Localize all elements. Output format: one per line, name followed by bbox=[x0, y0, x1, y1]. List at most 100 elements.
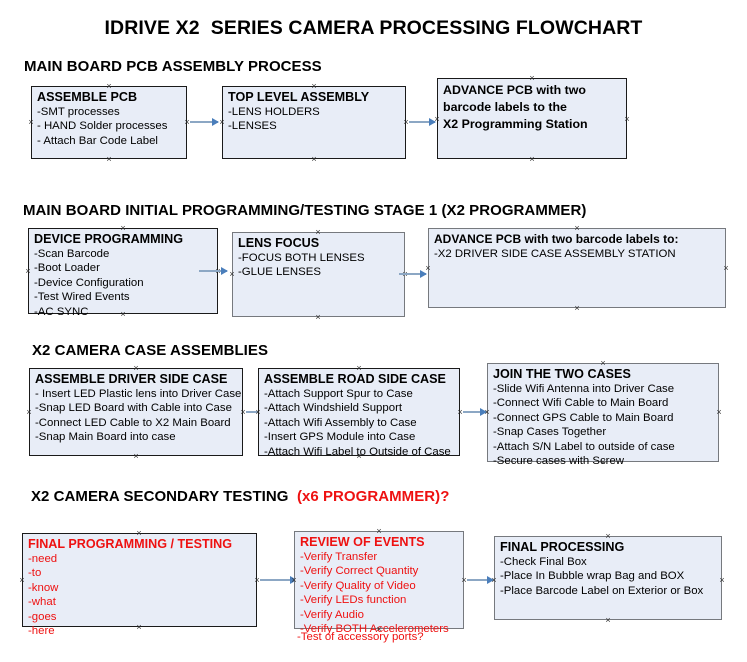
selection-handle-top[interactable] bbox=[529, 75, 536, 82]
selection-handle-left[interactable] bbox=[26, 409, 33, 416]
selection-handle-left[interactable] bbox=[229, 271, 236, 278]
box-title: ASSEMBLE PCB bbox=[37, 90, 138, 104]
page-title: IDRIVE X2 SERIES CAMERA PROCESSING FLOWC… bbox=[104, 17, 643, 39]
box-title: JOIN THE TWO CASES bbox=[493, 367, 631, 381]
selection-handle-bottom[interactable] bbox=[605, 617, 612, 624]
selection-handle-top[interactable] bbox=[136, 530, 143, 537]
selection-handle-left[interactable] bbox=[425, 265, 432, 272]
box-line: -Slide Wifi Antenna into Driver Case bbox=[493, 383, 675, 395]
process-box-assemble-driver-side-case[interactable]: ASSEMBLE DRIVER SIDE CASE - Insert LED P… bbox=[29, 368, 243, 456]
selection-handle-bottom[interactable] bbox=[356, 453, 363, 460]
box-line: -Verify Transfer bbox=[300, 551, 378, 563]
box-line: -Snap Main Board into case bbox=[35, 431, 176, 444]
selection-handle-left[interactable] bbox=[19, 577, 26, 584]
selection-handle-top[interactable] bbox=[376, 528, 383, 535]
connector-arrow bbox=[409, 117, 436, 126]
box-line: -LENSES bbox=[228, 120, 277, 133]
process-box-advance-pcb-programming-station[interactable]: ADVANCE PCB with two barcode labels to t… bbox=[437, 78, 627, 159]
box-line: - Insert LED Plastic lens into Driver Ca… bbox=[35, 388, 242, 400]
box-line: -know bbox=[28, 581, 59, 594]
box-line: -here bbox=[28, 625, 55, 638]
box-line: -Secure cases with Screw bbox=[493, 455, 625, 468]
selection-handle-bottom[interactable] bbox=[600, 459, 607, 466]
box-overflow-line: -Test of accessory ports? bbox=[297, 631, 424, 643]
box-line: -SMT processes bbox=[37, 106, 120, 118]
process-box-final-programming-testing[interactable]: FINAL PROGRAMMING / TESTING -need -to -k… bbox=[22, 533, 257, 637]
selection-handle-bottom[interactable] bbox=[315, 314, 322, 321]
selection-handle-left[interactable] bbox=[434, 116, 441, 123]
box-line: X2 Programming Station bbox=[443, 117, 588, 131]
selection-handle-bottom[interactable] bbox=[529, 156, 536, 163]
box-line: -Device Configuration bbox=[34, 276, 144, 289]
selection-handle-bottom[interactable] bbox=[311, 156, 318, 163]
process-box-lens-focus[interactable]: LENS FOCUS -FOCUS BOTH LENSES -GLUE LENS… bbox=[232, 232, 405, 317]
selection-handle-bottom[interactable] bbox=[574, 305, 581, 312]
selection-handle-left[interactable] bbox=[219, 119, 226, 126]
process-box-top-level-assembly[interactable]: TOP LEVEL ASSEMBLY -LENS HOLDERS -LENSES bbox=[222, 86, 406, 159]
box-line: -Attach Windshield Support bbox=[264, 402, 403, 415]
box-title: ADVANCE PCB with two bbox=[443, 83, 586, 97]
process-box-device-programming[interactable]: DEVICE PROGRAMMING -Scan Barcode -Boot L… bbox=[28, 228, 218, 318]
section-heading-2: MAIN BOARD INITIAL PROGRAMMING/TESTING S… bbox=[23, 202, 586, 219]
selection-handle-left[interactable] bbox=[291, 577, 298, 584]
box-line: -Verify Correct Quantity bbox=[300, 565, 419, 578]
selection-handle-top[interactable] bbox=[133, 365, 140, 372]
section-heading-3-text: X2 CAMERA CASE ASSEMBLIES bbox=[32, 342, 269, 359]
selection-handle-bottom[interactable] bbox=[106, 156, 113, 163]
selection-handle-top[interactable] bbox=[120, 225, 127, 232]
section-heading-4: X2 CAMERA SECONDARY TESTING (x6 PROGRAMM… bbox=[31, 488, 449, 505]
box-line: -to bbox=[28, 567, 42, 580]
selection-handle-left[interactable] bbox=[255, 409, 262, 416]
box-line: -Verify Quality of Video bbox=[300, 579, 416, 592]
box-line: -Insert GPS Module into Case bbox=[264, 431, 416, 444]
box-line: -Connect LED Cable to X2 Main Board bbox=[35, 416, 231, 429]
section-heading-4-suffix: (x6 PROGRAMMER)? bbox=[296, 488, 450, 505]
selection-handle-left[interactable] bbox=[28, 119, 35, 126]
selection-handle-top[interactable] bbox=[574, 225, 581, 232]
selection-handle-right[interactable] bbox=[624, 116, 631, 123]
process-box-advance-pcb-driver-side-case[interactable]: ADVANCE PCB with two barcode labels to: … bbox=[428, 228, 726, 308]
connector-arrow bbox=[399, 269, 427, 278]
selection-handle-top[interactable] bbox=[315, 229, 322, 236]
box-title: FINAL PROCESSING bbox=[500, 540, 625, 554]
selection-handle-bottom[interactable] bbox=[136, 624, 143, 631]
box-line: -Place Barcode Label on Exterior or Box bbox=[500, 584, 704, 597]
process-box-join-the-two-cases[interactable]: JOIN THE TWO CASES -Slide Wifi Antenna i… bbox=[487, 363, 719, 467]
box-title: TOP LEVEL ASSEMBLY bbox=[228, 90, 370, 104]
box-title: FINAL PROGRAMMING / TESTING bbox=[28, 537, 233, 551]
selection-handle-left[interactable] bbox=[25, 268, 32, 275]
process-box-assemble-pcb[interactable]: ASSEMBLE PCB -SMT processes - HAND Solde… bbox=[31, 86, 187, 159]
section-heading-3: X2 CAMERA CASE ASSEMBLIES bbox=[32, 342, 268, 359]
selection-handle-left[interactable] bbox=[491, 577, 498, 584]
selection-handle-bottom[interactable] bbox=[376, 626, 383, 633]
selection-handle-top[interactable] bbox=[605, 533, 612, 540]
section-heading-1: MAIN BOARD PCB ASSEMBLY PROCESS bbox=[24, 58, 322, 75]
selection-handle-right[interactable] bbox=[719, 577, 726, 584]
section-heading-2-text: MAIN BOARD INITIAL PROGRAMMING/TESTING S… bbox=[23, 202, 587, 219]
selection-handle-bottom[interactable] bbox=[120, 311, 127, 318]
selection-handle-right[interactable] bbox=[716, 409, 723, 416]
box-line: -need bbox=[28, 553, 58, 565]
box-line: - Attach Bar Code Label bbox=[37, 134, 158, 147]
section-heading-1-text: MAIN BOARD PCB ASSEMBLY PROCESS bbox=[24, 58, 322, 75]
box-title: REVIEW OF EVENTS bbox=[300, 535, 425, 549]
selection-handle-top[interactable] bbox=[311, 83, 318, 90]
box-line: -FOCUS BOTH LENSES bbox=[238, 252, 365, 264]
process-box-assemble-road-side-case[interactable]: ASSEMBLE ROAD SIDE CASE -Attach Support … bbox=[258, 368, 460, 458]
box-title: LENS FOCUS bbox=[238, 236, 320, 250]
box-line: - HAND Solder processes bbox=[37, 120, 168, 133]
process-box-final-processing[interactable]: FINAL PROCESSING -Check Final Box -Place… bbox=[494, 536, 722, 620]
box-line: -AC SYNC bbox=[34, 305, 89, 318]
box-line: -Snap Cases Together bbox=[493, 426, 607, 439]
selection-handle-top[interactable] bbox=[356, 365, 363, 372]
box-line: -Place In Bubble wrap Bag and BOX bbox=[500, 570, 685, 583]
selection-handle-top[interactable] bbox=[106, 83, 113, 90]
selection-handle-left[interactable] bbox=[484, 409, 491, 416]
selection-handle-top[interactable] bbox=[600, 360, 607, 367]
selection-handle-bottom[interactable] bbox=[133, 453, 140, 460]
process-box-review-of-events[interactable]: REVIEW OF EVENTS -Verify Transfer -Verif… bbox=[294, 531, 464, 635]
box-line: -Test Wired Events bbox=[34, 291, 130, 304]
connector-arrow bbox=[199, 266, 228, 275]
selection-handle-right[interactable] bbox=[723, 265, 730, 272]
